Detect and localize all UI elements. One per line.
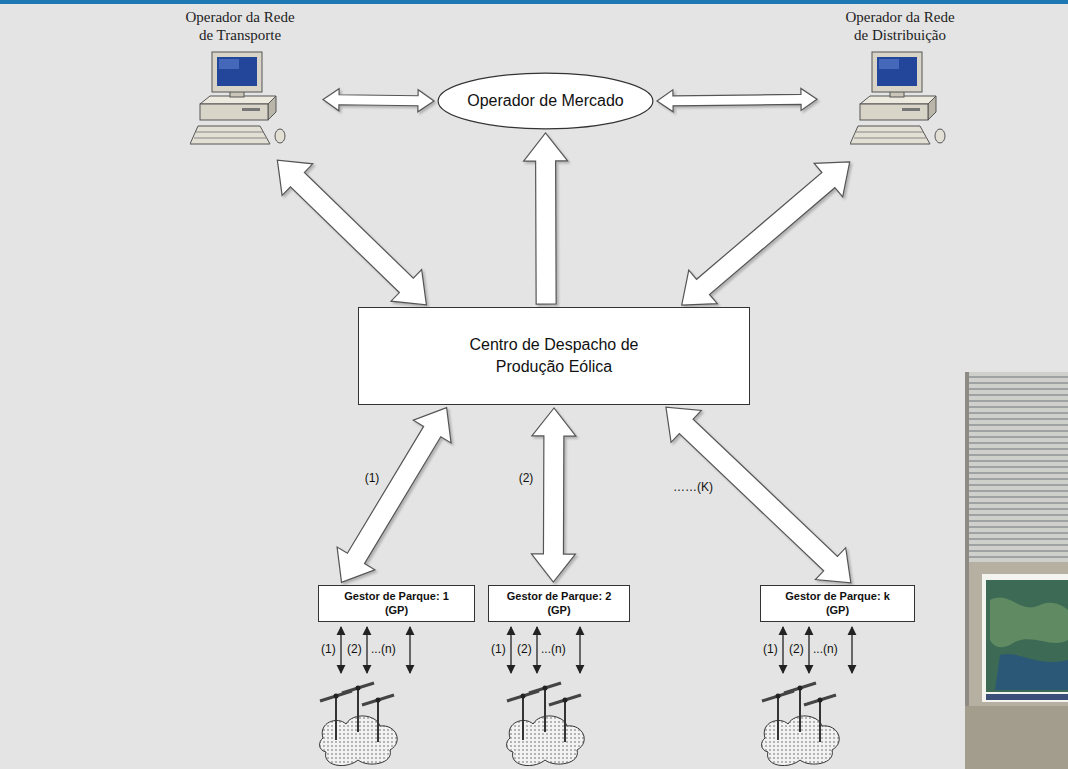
turbine-number: (2) xyxy=(347,642,362,656)
park-manager-box: Gestor de Parque: 2(GP) xyxy=(488,585,630,622)
computer-icon xyxy=(850,50,950,150)
photo-blinds xyxy=(965,372,1068,562)
turbine-link xyxy=(536,627,537,673)
node-text: (GP) xyxy=(547,604,570,617)
park-manager-box: Gestor de Parque: k(GP) xyxy=(760,585,915,622)
turbine-links xyxy=(341,627,852,673)
block-arrow xyxy=(524,133,568,304)
wind-farm xyxy=(507,683,585,766)
ellipse-shape xyxy=(438,73,653,129)
node-text: Gestor de Parque: k xyxy=(785,590,890,603)
map-land xyxy=(990,598,1068,648)
block-arrow xyxy=(277,160,426,305)
node-text: Centro de Despacho de Produção Eólica xyxy=(454,334,654,379)
operator-computer: Operador da Rede de Distribuição xyxy=(820,8,980,160)
turbine-link xyxy=(409,627,410,673)
turbine-link xyxy=(851,627,852,673)
turbine-link xyxy=(510,627,511,673)
market-ellipse: Operador de Mercado xyxy=(437,72,654,130)
turbine-link xyxy=(340,627,341,673)
photo-wall xyxy=(965,372,1068,769)
photo-floor xyxy=(965,706,1068,769)
turbine-number: (2) xyxy=(517,642,532,656)
turbine-number: (1) xyxy=(763,642,778,656)
turbine-number: ...(n) xyxy=(813,642,838,656)
computer-icon-use xyxy=(850,52,945,144)
turbine-number: ...(n) xyxy=(541,642,566,656)
map-water xyxy=(995,654,1068,690)
block-arrow xyxy=(323,89,434,112)
node-text: Operador de Mercado xyxy=(467,91,624,110)
turbine-link xyxy=(782,627,783,673)
block-arrow xyxy=(657,88,817,111)
computer-icon-use xyxy=(190,52,285,144)
map-board xyxy=(986,580,1068,692)
control-room-photo xyxy=(965,372,1068,769)
turbine-number: (1) xyxy=(321,642,336,656)
connector-number: ……(K) xyxy=(671,480,715,494)
connector-number: (2) xyxy=(517,471,536,485)
wind-farm xyxy=(762,683,840,766)
turbine-link xyxy=(808,627,809,673)
node-text: Operador da Rede de Transporte xyxy=(164,8,316,44)
block-arrow xyxy=(337,408,451,583)
computer-icon xyxy=(190,50,290,150)
operator-computer: Operador da Rede de Transporte xyxy=(160,8,320,158)
node-text: Gestor de Parque: 1 xyxy=(344,590,449,603)
turbine-number: (2) xyxy=(789,642,804,656)
connector-number: (1) xyxy=(363,471,382,485)
block-arrow xyxy=(682,162,850,305)
wind-farm xyxy=(320,683,398,766)
block-arrow xyxy=(666,407,851,583)
node-text: Gestor de Parque: 2 xyxy=(507,590,612,603)
turbine-link xyxy=(366,627,367,673)
node-text: (GP) xyxy=(826,604,849,617)
turbine-number: (1) xyxy=(491,642,506,656)
top-bar xyxy=(0,0,1068,4)
node-text: (GP) xyxy=(385,604,408,617)
block-arrow xyxy=(531,408,575,582)
dispatch-box: Centro de Despacho de Produção Eólica xyxy=(358,307,750,405)
turbine-link xyxy=(579,627,580,673)
node-text: Operador da Rede de Distribuição xyxy=(824,8,976,44)
turbine-number: ...(n) xyxy=(371,642,396,656)
map-frame xyxy=(982,574,1068,702)
map-strip xyxy=(986,694,1068,700)
park-manager-box: Gestor de Parque: 1(GP) xyxy=(318,585,475,622)
